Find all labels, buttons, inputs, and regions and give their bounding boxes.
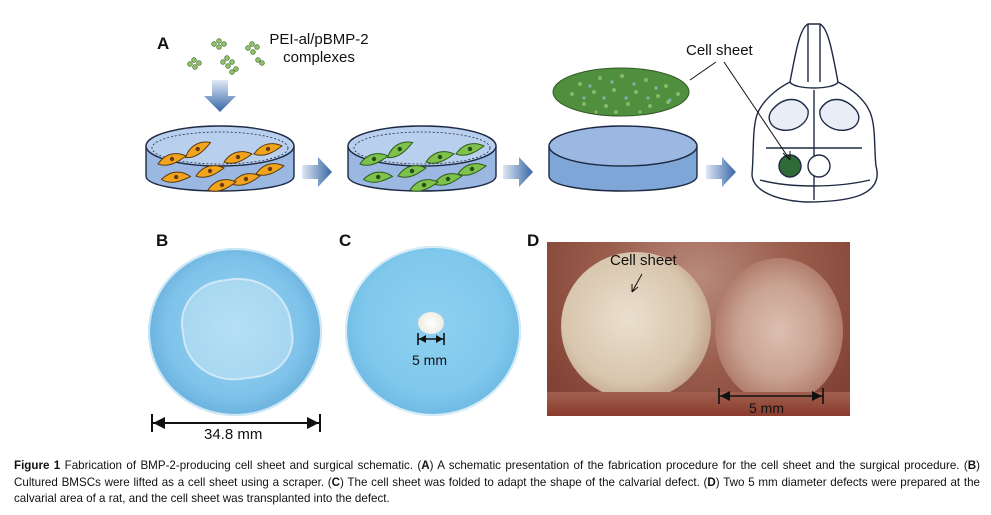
right-arrow-icon [503,157,533,187]
pointer-line [631,273,643,293]
complexes-label: PEI-al/pBMP-2 complexes [254,31,384,67]
cell-sheet-label-d: Cell sheet [610,252,677,269]
figure-label: Figure 1 [14,459,61,472]
panel-letter-a: A [157,34,170,53]
caption-intro: Fabrication of BMP-2-producing cell shee… [60,459,422,472]
arrowhead-icon [631,284,639,293]
scale-label-b: 34.8 mm [204,426,263,443]
panel-letter-c: C [339,231,352,250]
figure: A B C D [145,23,878,443]
figure-caption: Figure 1 Fabrication of BMP-2-producing … [14,458,980,508]
culture-dish-3 [548,125,698,192]
defect-right [715,258,843,404]
scale-label-c: 5 mm [412,352,447,368]
scale-bar-b [151,414,321,432]
caption-text-b: ) Cultured BMSCs were lifted as a cell s… [14,459,980,489]
caption-text-a: ) A schematic presentation of the fabric… [429,459,968,472]
right-arrow-icon [302,157,332,187]
panel-b-photo [148,248,322,416]
cell-sheet-lifted [552,67,690,117]
caption-ref-d: D [707,475,716,489]
caption-text-c: ) The cell sheet was folded to adapt the… [340,475,708,489]
scale-annotations [151,273,824,432]
complexes-label-line1: PEI-al/pBMP-2 [269,31,369,48]
cell-sheet-c [418,312,444,334]
caption-ref-b: B [967,459,977,472]
rat-skull-diagram [751,23,878,203]
right-arrow-icon [706,157,736,187]
caption-ref-c: C [331,475,341,489]
defect-left [561,252,711,400]
down-arrow-icon [204,80,236,112]
complexes-label-line2: complexes [283,49,355,66]
panel-d-photo [547,242,850,416]
culture-dish-1 [145,125,295,192]
pointer-line [689,61,717,81]
pointer-line [723,61,791,161]
panel-letter-b: B [156,231,169,250]
panel-c-photo [345,246,521,416]
culture-dish-2 [347,125,497,192]
scale-bar-d [718,388,824,404]
caption-text-d: ) Two 5 mm diameter defects were prepare… [14,475,980,506]
panel-letter-d: D [527,231,540,250]
scale-label-d: 5 mm [749,400,784,416]
panel-a-schematic [145,23,878,203]
scale-bar-c [417,333,445,345]
caption-ref-a: A [421,459,430,472]
arrowhead-icon [782,151,791,161]
cell-sheet-label-a: Cell sheet [686,42,753,59]
